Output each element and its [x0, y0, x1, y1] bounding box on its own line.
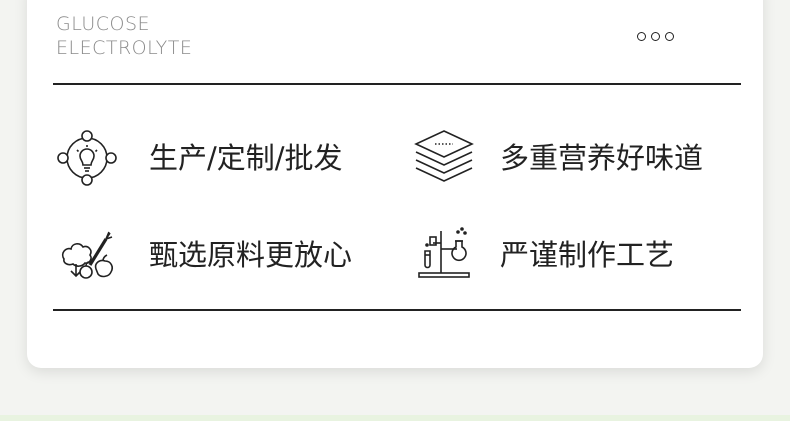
dot	[665, 32, 674, 41]
next-section-edge	[0, 415, 790, 421]
vegetables-icon	[61, 231, 113, 279]
lightbulb-network-icon	[57, 130, 117, 186]
brand-logo-text: GLUCOSE ELECTROLYTE	[56, 12, 192, 60]
brand-line-2: ELECTROLYTE	[56, 37, 193, 59]
top-divider	[53, 83, 741, 85]
more-options-icon[interactable]	[637, 32, 674, 41]
feature-item-ingredients: 甄选原料更放心	[56, 225, 376, 285]
lab-flask-icon	[418, 227, 470, 278]
feature-card	[27, 0, 763, 368]
bottom-divider	[53, 309, 741, 311]
feature-label: 多重营养好味道	[500, 141, 704, 175]
layers-stack-icon	[414, 130, 474, 182]
feature-label: 严谨制作工艺	[500, 238, 675, 272]
feature-item-nutrition: 多重营养好味道	[413, 128, 733, 188]
feature-label: 生产/定制/批发	[149, 141, 343, 175]
brand-line-1: GLUCOSE	[56, 13, 151, 35]
dot	[637, 32, 646, 41]
feature-item-craft: 严谨制作工艺	[413, 225, 733, 285]
feature-item-production: 生产/定制/批发	[56, 128, 376, 188]
dot	[651, 32, 660, 41]
feature-label: 甄选原料更放心	[149, 238, 353, 272]
